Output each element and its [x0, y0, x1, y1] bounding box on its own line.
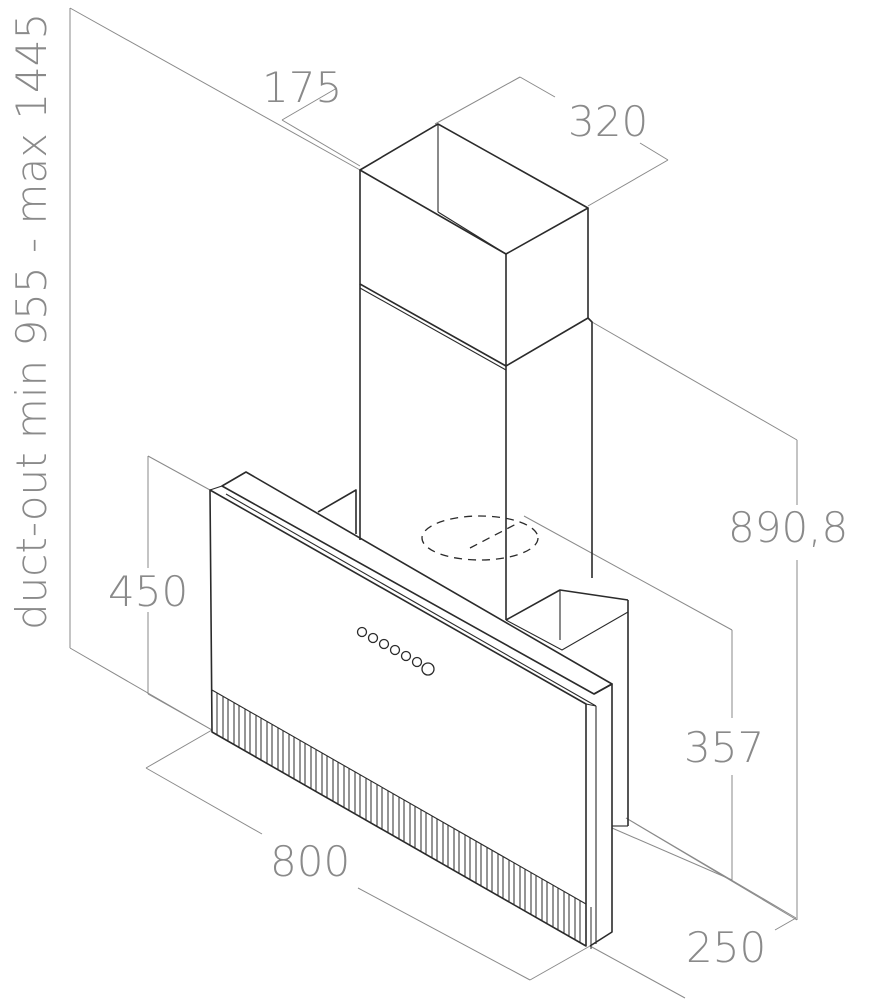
grille-slat [244, 708, 251, 754]
grille-slat [442, 822, 449, 868]
grille-slat [255, 715, 262, 761]
grille-slat [332, 759, 339, 805]
grille-slat [585, 904, 592, 949]
control-button-1[interactable] [356, 626, 368, 638]
air-intake-grille [211, 689, 592, 949]
label-800: 800 [270, 837, 350, 886]
grille-top-edge [211, 689, 587, 905]
control-button-4[interactable] [389, 644, 401, 656]
grille-slat [266, 721, 273, 767]
grille-slat [310, 746, 317, 792]
grille-slat [420, 809, 427, 855]
grille-slat [519, 866, 526, 912]
grille-slat [398, 797, 405, 842]
label-250: 250 [686, 923, 766, 972]
outlet-circle [421, 515, 539, 561]
grille-slat [288, 734, 295, 780]
control-button-2[interactable] [367, 632, 379, 644]
lower-chimney [359, 284, 593, 620]
label-357: 357 [684, 723, 764, 772]
grille-slat [222, 696, 229, 742]
label-450: 450 [108, 567, 188, 616]
grille-slat [541, 878, 548, 924]
grille-slat [387, 790, 394, 836]
grille-slat [354, 771, 361, 817]
dimension-labels: 175 320 890,8 450 357 800 250 duct-out m… [7, 13, 848, 972]
control-button-6[interactable] [411, 656, 423, 668]
grille-slat [552, 885, 559, 931]
grille-slat [530, 872, 537, 918]
grille-slat [343, 765, 350, 811]
grille-slat [299, 740, 306, 786]
grille-slat [376, 784, 383, 830]
grille-slat [508, 859, 515, 905]
grille-slat [464, 834, 471, 880]
grille-slat [563, 891, 570, 937]
dimension-lines [69, 7, 798, 999]
label-175: 175 [262, 63, 342, 112]
grille-slat [475, 841, 482, 887]
grille-slat [277, 727, 284, 773]
grille-slat [321, 752, 328, 798]
control-buttons [356, 626, 435, 676]
grille-slat [453, 828, 460, 874]
grille-slat [497, 853, 504, 899]
grille-slat [431, 815, 438, 861]
grille-slat [211, 690, 218, 735]
label-duct-range: duct-out min 955 - max 1445 [7, 13, 56, 630]
grille-slat [574, 897, 581, 943]
grille-slat [486, 847, 493, 893]
label-890-8: 890,8 [728, 503, 848, 552]
control-button-5[interactable] [400, 650, 412, 662]
motor-body [317, 489, 629, 827]
label-320: 320 [568, 97, 648, 146]
upper-chimney [359, 123, 589, 367]
control-button-power[interactable] [421, 662, 435, 676]
control-button-3[interactable] [378, 638, 390, 650]
grille-slat [365, 778, 372, 824]
grille-slat [409, 803, 416, 849]
grille-slat [233, 702, 240, 748]
